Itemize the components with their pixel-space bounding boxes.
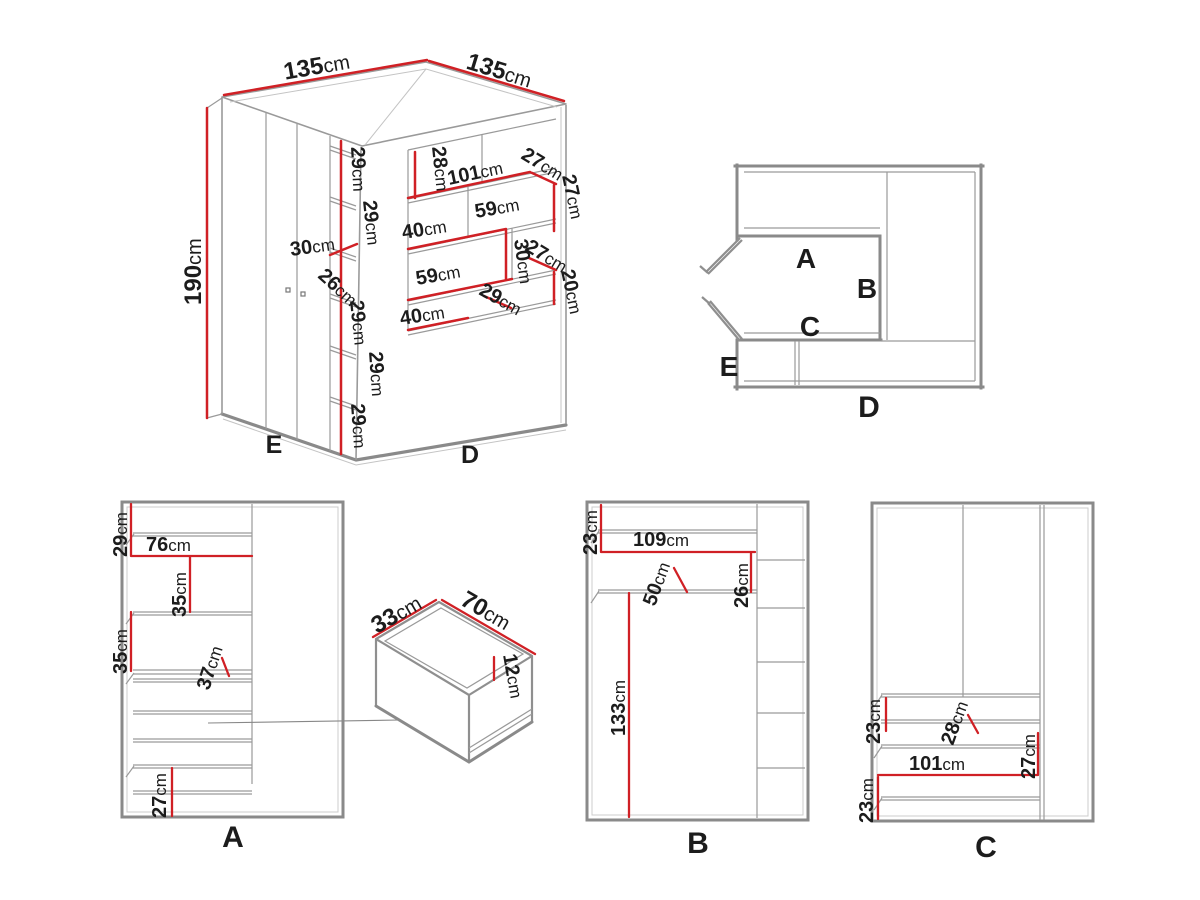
- dim-shelf-h30-mid: 30cm: [509, 238, 537, 286]
- elevation-c-dimension-lines: [876, 696, 1040, 821]
- iso-bottom-shadow: [222, 418, 567, 466]
- drawer-rim: [374, 600, 534, 762]
- iso-corner-shelves: [329, 145, 357, 411]
- dim-shelf-h20-right: 20cm: [556, 267, 587, 316]
- elevation-a-label: A: [222, 821, 244, 854]
- iso-dimension-lines: [205, 58, 566, 456]
- door-handle-left-icon: [285, 287, 291, 293]
- elevation-a: 29cm 76cm 35cm 35cm 37cm 27cm A: [110, 500, 345, 854]
- plan-label-a: A: [796, 243, 816, 274]
- elevation-b-frame: [585, 500, 810, 822]
- iso-height-connectors: [206, 97, 223, 419]
- drawer-leader-line: [207, 719, 401, 724]
- dim-shelf-w101: 101cm: [445, 157, 504, 190]
- drawer-inner-rim: [383, 607, 525, 689]
- dim-b-w109: 109cm: [633, 529, 689, 551]
- dim-column-seg2: 29cm: [358, 199, 385, 246]
- elevation-c: 23cm 28cm 101cm 27cm 23cm C: [856, 501, 1095, 864]
- dim-column-seg4: 29cm: [345, 299, 372, 346]
- drawer-dimension-lines: [371, 598, 537, 682]
- elevation-c-label: C: [975, 831, 997, 864]
- dim-b-d50: 50cm: [639, 559, 675, 609]
- plan-label-d: D: [858, 391, 880, 424]
- plan-door-right-open-icon: [701, 296, 743, 342]
- elevation-c-shelves: [873, 693, 1040, 811]
- plan-door-left-open-icon: [699, 237, 743, 275]
- dim-shelf-h27-right: 27cm: [557, 172, 588, 221]
- dim-b-h23: 23cm: [580, 510, 602, 555]
- dim-shelf-w59-row2: 59cm: [473, 193, 521, 222]
- iso-face-label-e: E: [266, 431, 283, 459]
- iso-face-label-d: D: [461, 441, 479, 469]
- plan-label-b: B: [857, 273, 877, 304]
- dim-shelf-w40-row4: 40cm: [398, 301, 446, 330]
- dim-top-width-left: 135cm: [282, 48, 352, 86]
- dim-a-h35-upper: 35cm: [169, 572, 191, 617]
- dim-column-seg1: 29cm: [346, 146, 370, 192]
- drawer-3d-view: 33cm 70cm 12cm: [367, 586, 537, 764]
- dim-column-seg6: 29cm: [346, 403, 371, 449]
- elevation-b-shelves: [590, 529, 757, 604]
- dim-a-h29: 29cm: [110, 512, 132, 557]
- dim-a-d37: 37cm: [193, 643, 228, 693]
- dim-a-w76: 76cm: [146, 534, 191, 556]
- dim-height-190: 190cm: [180, 238, 207, 305]
- dim-a-h35-lower: 35cm: [110, 629, 132, 674]
- plan-inner-lines: [744, 171, 976, 385]
- plan-view: A B C D E: [699, 163, 985, 424]
- plan-walls: [733, 163, 985, 391]
- drawer-rails: [468, 708, 533, 754]
- dim-top-width-right: 135cm: [463, 48, 535, 93]
- iso-top-rim-lines: [229, 68, 562, 423]
- elevation-c-frame: [870, 501, 1095, 823]
- dim-b-h26: 26cm: [731, 563, 753, 608]
- door-handle-right-icon: [300, 291, 306, 297]
- elevation-b-side-shelves: [757, 559, 805, 769]
- elevation-b: 23cm 109cm 50cm 26cm 133cm B: [580, 500, 810, 860]
- elevation-b-dimension-lines: [599, 503, 757, 819]
- plan-label-c: C: [800, 311, 820, 342]
- dim-c-w101: 101cm: [909, 753, 965, 775]
- elevation-c-inner-frame: [876, 507, 1089, 817]
- dim-drawer-w33: 33cm: [367, 589, 427, 639]
- dim-shelf-w59-row3: 59cm: [414, 260, 462, 289]
- dim-shelf-h28: 28cm: [427, 145, 454, 192]
- dim-c-h27: 27cm: [1018, 734, 1040, 779]
- drawer-bottom-edges: [374, 704, 534, 764]
- dim-c-h23-lower: 23cm: [856, 778, 878, 823]
- dim-drawer-h12: 12cm: [498, 652, 527, 700]
- elevation-b-inner-frame: [591, 506, 804, 816]
- dim-b-h133: 133cm: [608, 680, 630, 736]
- elevation-a-frame: [120, 500, 345, 819]
- dim-column-seg5: 29cm: [364, 351, 389, 397]
- iso-cabinet-outline: [221, 61, 567, 461]
- elevation-a-inner-frame: [126, 506, 339, 813]
- plan-label-e: E: [720, 351, 739, 382]
- dim-c-h23-upper: 23cm: [863, 699, 885, 744]
- elevation-a-dimension-lines: [129, 502, 254, 818]
- dim-door-depth-30: 30cm: [289, 233, 337, 261]
- elevation-b-label: B: [687, 827, 709, 860]
- elevation-c-partitions: [962, 505, 1045, 820]
- iso-wardrobe-view: 135cm 135cm 190cm 29cm 29cm 26cm 29cm 29…: [180, 48, 588, 469]
- iso-door-seams: [265, 113, 331, 451]
- dim-shelf-w40-row2: 40cm: [400, 215, 448, 244]
- dim-a-h27: 27cm: [149, 773, 171, 818]
